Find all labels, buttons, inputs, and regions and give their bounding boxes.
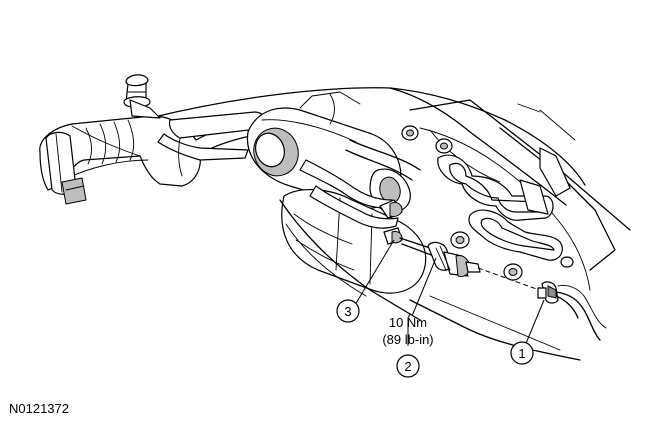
callout-2-number: 2 — [404, 359, 411, 374]
leader-line-3 — [354, 239, 395, 306]
callout-3-number: 3 — [344, 304, 351, 319]
callout-1-number: 1 — [518, 346, 525, 361]
torque-imperial-label: (89 lb-in) — [382, 332, 433, 347]
intake-tube — [39, 74, 268, 205]
electrical-connector — [537, 281, 607, 341]
canister-housing — [281, 139, 427, 294]
leader-line-2b — [411, 257, 437, 317]
leader-line-2 — [407, 313, 411, 346]
alignment-dashed-line — [477, 267, 546, 293]
callout-3: 3 — [336, 299, 360, 323]
callout-2: 2 — [396, 354, 420, 378]
purge-valve — [427, 241, 481, 277]
torque-metric-label: 10 Nm — [389, 315, 427, 330]
figure-id-label: N0121372 — [9, 401, 69, 416]
inner-panel-cutouts — [401, 103, 576, 281]
callout-1: 1 — [510, 341, 534, 365]
resonator-canister — [246, 91, 402, 209]
